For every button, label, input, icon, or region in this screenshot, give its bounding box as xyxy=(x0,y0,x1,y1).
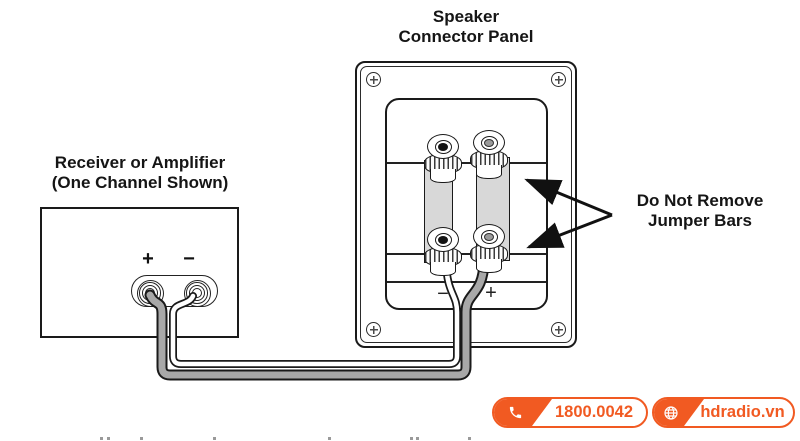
globe-icon xyxy=(663,405,679,426)
receiver-plus-label: + xyxy=(142,248,154,270)
post-hole xyxy=(438,142,448,151)
binding-post-top-positive xyxy=(470,130,508,180)
post-hole xyxy=(438,235,448,244)
jumper-warning-line1: Do Not Remove xyxy=(636,191,764,210)
jumper-warning-label: Do Not Remove Jumper Bars xyxy=(615,191,785,231)
plate-ridge-line xyxy=(387,253,546,255)
website-url: hdradio.vn xyxy=(700,403,785,421)
receiver-minus-label: − xyxy=(183,248,195,270)
plate-ridge-line xyxy=(387,162,546,164)
receiver-amplifier-box: + − xyxy=(40,207,239,338)
receiver-title-line1: Receiver or Amplifier xyxy=(54,153,226,172)
website-badge[interactable]: hdradio.vn xyxy=(652,397,795,428)
panel-plus-label: + xyxy=(485,282,497,304)
hotline-badge[interactable]: 1800.0042 xyxy=(492,397,648,428)
post-neck xyxy=(476,165,502,179)
badge-orange-segment xyxy=(494,399,552,426)
post-neck xyxy=(430,169,456,183)
plate-ridge-line xyxy=(387,281,546,283)
screw-icon xyxy=(551,322,566,337)
panel-title: Speaker Connector Panel xyxy=(355,7,577,47)
panel-title-line1: Speaker xyxy=(432,7,500,26)
binding-post-bottom-positive xyxy=(470,224,508,274)
binding-post-top-negative xyxy=(424,134,462,184)
post-cap xyxy=(427,134,459,159)
screw-icon xyxy=(551,72,566,87)
screw-icon xyxy=(366,322,381,337)
phone-icon xyxy=(508,405,523,425)
jumper-warning-line2: Jumper Bars xyxy=(648,211,752,230)
receiver-title: Receiver or Amplifier (One Channel Shown… xyxy=(38,153,242,193)
terminal-plate xyxy=(385,98,548,310)
hotline-number: 1800.0042 xyxy=(555,403,633,421)
post-hole xyxy=(484,138,494,147)
post-hole xyxy=(484,232,494,241)
binding-post-bottom-negative xyxy=(424,227,462,277)
badge-orange-segment xyxy=(654,399,704,426)
screw-icon xyxy=(366,72,381,87)
panel-title-line2: Connector Panel xyxy=(398,27,534,46)
post-neck xyxy=(430,262,456,276)
receiver-title-line2: (One Channel Shown) xyxy=(51,173,229,192)
post-neck xyxy=(476,259,502,273)
panel-minus-label: − xyxy=(437,283,449,305)
